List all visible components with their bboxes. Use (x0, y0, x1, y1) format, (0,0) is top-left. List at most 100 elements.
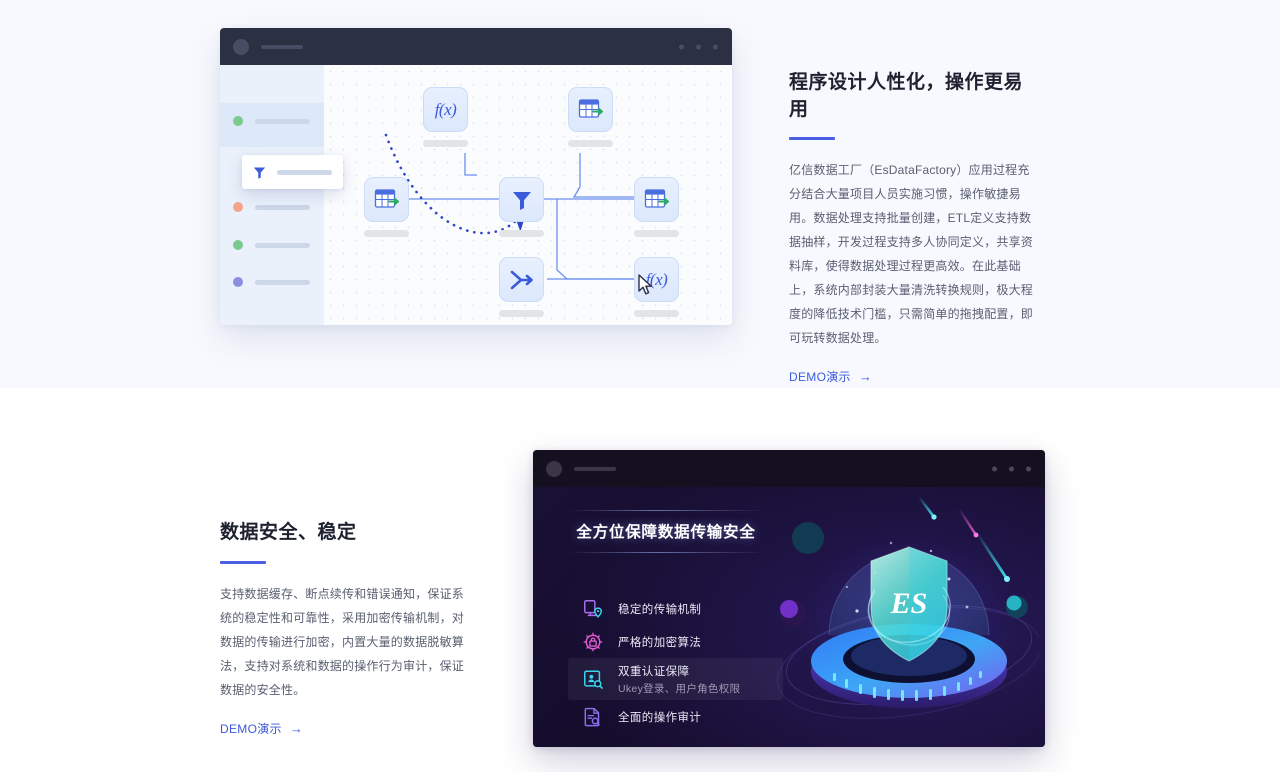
section-one-title: 程序设计人性化，操作更易用 (789, 72, 1024, 120)
flow-node-table-output[interactable] (568, 87, 613, 147)
node-box (499, 257, 544, 302)
device-location-icon (584, 599, 602, 618)
node-label-bar (634, 230, 679, 237)
status-dot-icon (233, 202, 243, 212)
fx-label: f(x) (645, 269, 668, 289)
dragged-item-label (277, 169, 332, 175)
security-feature-list: 稳定的传输机制 严格的加密算法 (568, 592, 783, 733)
window-dot-icon (1009, 466, 1014, 471)
filter-icon (253, 167, 266, 179)
flow-node-function[interactable]: f(x) (423, 87, 468, 147)
feature-item-transmission[interactable]: 稳定的传输机制 (568, 592, 783, 625)
section-one-demo-link[interactable]: DEMO演示 → (789, 368, 872, 385)
status-dot-icon (233, 277, 243, 287)
node-label-bar (499, 230, 544, 237)
id-card-search-icon (584, 670, 603, 689)
sidebar-item[interactable] (233, 240, 310, 250)
document-search-icon (584, 707, 600, 726)
flow-node-filter[interactable] (499, 177, 544, 237)
lock-circle-icon (583, 632, 603, 651)
sidebar-item-label (255, 204, 310, 210)
section-two-text: 数据安全、稳定 支持数据缓存、断点续传和错误通知，保证系统的稳定性和可靠性，采用… (220, 520, 472, 738)
etl-body: f(x) (220, 65, 732, 325)
node-box: f(x) (423, 87, 468, 132)
feature-text: 双重认证保障 Ukey登录、用户角色权限 (618, 663, 740, 696)
etl-sidebar (220, 65, 324, 325)
node-box (364, 177, 409, 222)
feature-title: 双重认证保障 (618, 665, 690, 678)
dragged-filter-item[interactable] (242, 155, 343, 189)
title-rule-bottom (568, 552, 764, 553)
fx-label: f(x) (434, 99, 457, 119)
shield-label: ES (890, 587, 928, 620)
node-label-bar (634, 310, 679, 317)
section-one-body: 亿信数据工厂（EsDataFactory）应用过程充分结合大量项目人员实施习惯，… (789, 163, 1034, 346)
feature-title: 稳定的传输机制 (618, 603, 702, 616)
flow-node-table-source[interactable] (364, 177, 409, 237)
sidebar-item[interactable] (233, 277, 310, 287)
window-dots (679, 44, 718, 49)
node-label-bar (364, 230, 409, 237)
avatar-circle-icon (233, 38, 249, 55)
security-panel: 全方位保障数据传输安全 稳定的传输机制 (533, 487, 1045, 747)
status-dot-icon (233, 116, 243, 126)
feature-text: 全面的操作审计 (618, 709, 701, 725)
window-dot-icon (713, 44, 718, 49)
section-two-body: 支持数据缓存、断点续传和错误通知，保证系统的稳定性和可靠性，采用加密传输机制，对… (220, 586, 465, 697)
section-one-accent-bar (789, 137, 835, 141)
sidebar-item-label (255, 279, 310, 285)
node-label-bar (499, 310, 544, 317)
window-dot-icon (1026, 466, 1031, 471)
title-rule-top (568, 510, 764, 511)
node-box (568, 87, 613, 132)
sidebar-item-label (255, 242, 310, 248)
feature-text: 稳定的传输机制 (618, 601, 701, 617)
etl-card-titlebar (220, 28, 732, 65)
window-dot-icon (679, 44, 684, 49)
feature-item-dual-auth[interactable]: 双重认证保障 Ukey登录、用户角色权限 (568, 658, 783, 700)
window-dots (992, 466, 1031, 471)
demo-link-label: DEMO演示 (220, 721, 282, 736)
demo-link-label: DEMO演示 (789, 370, 851, 385)
avatar-circle-icon (546, 460, 562, 477)
flow-node-merge[interactable] (499, 257, 544, 317)
sidebar-item[interactable] (233, 116, 310, 126)
arrow-right-icon: → (858, 369, 873, 385)
table-icon (578, 98, 603, 118)
feature-title: 全面的操作审计 (618, 711, 702, 724)
feature-item-audit[interactable]: 全面的操作审计 (568, 700, 783, 733)
security-card-titlebar (533, 450, 1045, 487)
node-box (499, 177, 544, 222)
etl-designer-card: f(x) (220, 28, 732, 325)
merge-icon (510, 270, 533, 289)
window-dot-icon (696, 44, 701, 49)
arrow-right-icon: → (289, 720, 304, 736)
section-one-text: 程序设计人性化，操作更易用 亿信数据工厂（EsDataFactory）应用过程充… (789, 70, 1041, 386)
section-two-demo-link[interactable]: DEMO演示 → (220, 720, 303, 737)
shield-platform-illustration: ES (776, 495, 1039, 735)
security-panel-title: 全方位保障数据传输安全 (576, 524, 756, 541)
filter-icon (512, 191, 531, 210)
flow-connections (384, 133, 646, 284)
window-dot-icon (992, 466, 997, 471)
feature-subtitle: Ukey登录、用户角色权限 (618, 682, 741, 695)
status-dot-icon (233, 240, 243, 250)
node-label-bar (568, 140, 613, 147)
feature-title: 严格的加密算法 (618, 636, 702, 649)
sidebar-item[interactable] (233, 202, 310, 212)
etl-canvas[interactable]: f(x) (324, 65, 732, 325)
feature-item-encryption[interactable]: 严格的加密算法 (568, 625, 783, 658)
flow-node-table-output[interactable] (634, 177, 679, 237)
url-placeholder-bar (261, 44, 303, 49)
security-title-block: 全方位保障数据传输安全 (568, 510, 764, 553)
table-icon (374, 188, 399, 208)
section-two-accent-bar (220, 560, 266, 564)
node-label-bar (423, 140, 468, 147)
feature-text: 严格的加密算法 (618, 634, 701, 650)
node-box (634, 177, 679, 222)
section-two-title: 数据安全、稳定 (220, 522, 357, 543)
table-icon (644, 188, 669, 208)
url-placeholder-bar (574, 466, 616, 471)
security-card: 全方位保障数据传输安全 稳定的传输机制 (533, 450, 1045, 747)
